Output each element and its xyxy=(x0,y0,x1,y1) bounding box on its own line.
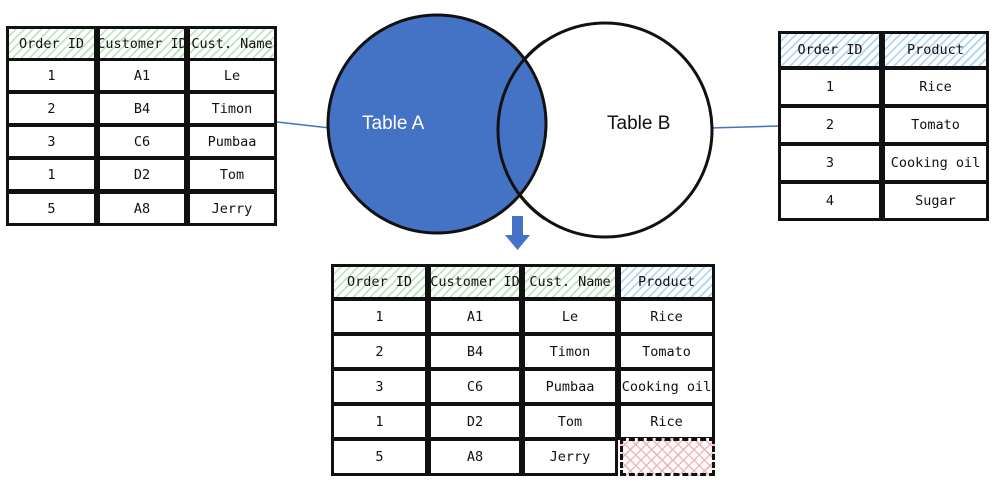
connector-line-a xyxy=(276,121,331,129)
circle-b-outline-overlap xyxy=(496,39,546,131)
table-b-header-product: Product xyxy=(882,31,989,69)
table-a-cell: A1 xyxy=(97,58,187,93)
circle-a xyxy=(326,13,548,235)
table-b-cell: Sugar xyxy=(882,181,989,221)
venn-label-b: Table B xyxy=(607,113,671,134)
result-cell: Tomato xyxy=(618,333,715,370)
table-a-cell: 3 xyxy=(6,124,97,159)
result-header-customer-id: Customer ID xyxy=(428,264,522,300)
table-b-cell: Tomato xyxy=(882,105,989,145)
result-cell: Le xyxy=(522,298,618,335)
result-cell: Rice xyxy=(618,298,715,335)
table-b-cell: 2 xyxy=(778,105,882,145)
table-a-cell: Tom xyxy=(187,157,277,192)
result-cell: A8 xyxy=(428,438,522,476)
table-a-cell: Le xyxy=(187,58,277,93)
result-cell: 1 xyxy=(331,298,428,335)
table-a-cell: 2 xyxy=(6,91,97,126)
result-cell: 1 xyxy=(331,403,428,440)
result-cell: 5 xyxy=(331,438,428,476)
down-arrow xyxy=(505,216,530,250)
table-a-cell: 1 xyxy=(6,58,97,93)
table-b-header-order-id: Order ID xyxy=(778,31,882,69)
table-b-cell: Rice xyxy=(882,67,989,107)
table-a-header-order-id: Order ID xyxy=(6,26,97,61)
table-a-header-cust-name: Cust. Name xyxy=(187,26,277,61)
table-a-cell: Timon xyxy=(187,91,277,126)
result-cell: D2 xyxy=(428,403,522,440)
result-header-order-id: Order ID xyxy=(331,264,428,300)
table-a-cell: A8 xyxy=(97,191,187,226)
result-cell: Rice xyxy=(618,403,715,440)
venn-label-a: Table A xyxy=(362,113,425,134)
result-cell: Pumbaa xyxy=(522,368,618,405)
result-header-cust-name: Cust. Name xyxy=(522,264,618,300)
table-a-cell: Jerry xyxy=(187,191,277,226)
result-cell: Jerry xyxy=(522,438,618,476)
table-a-cell: 5 xyxy=(6,191,97,226)
circle-b-outline-overlap-lower xyxy=(496,129,546,221)
result-null-cell xyxy=(620,438,715,476)
result-cell: Tom xyxy=(522,403,618,440)
connector-line-b xyxy=(709,125,779,129)
result-cell: B4 xyxy=(428,333,522,370)
table-b-cell: 3 xyxy=(778,143,882,183)
table-b-cell: 1 xyxy=(778,67,882,107)
table-b-cell: 4 xyxy=(778,181,882,221)
result-cell: Timon xyxy=(522,333,618,370)
result-header-product: Product xyxy=(618,264,715,300)
table-b-cell: Cooking oil xyxy=(882,143,989,183)
table-a-header-customer-id: Customer ID xyxy=(97,26,187,61)
result-cell: C6 xyxy=(428,368,522,405)
table-a-cell: D2 xyxy=(97,157,187,192)
table-a-cell: C6 xyxy=(97,124,187,159)
result-cell: 2 xyxy=(331,333,428,370)
result-cell: A1 xyxy=(428,298,522,335)
table-a-cell: Pumbaa xyxy=(187,124,277,159)
table-a-cell: B4 xyxy=(97,91,187,126)
result-cell: Cooking oil xyxy=(618,368,715,405)
result-cell: 3 xyxy=(331,368,428,405)
table-a-cell: 1 xyxy=(6,157,97,192)
